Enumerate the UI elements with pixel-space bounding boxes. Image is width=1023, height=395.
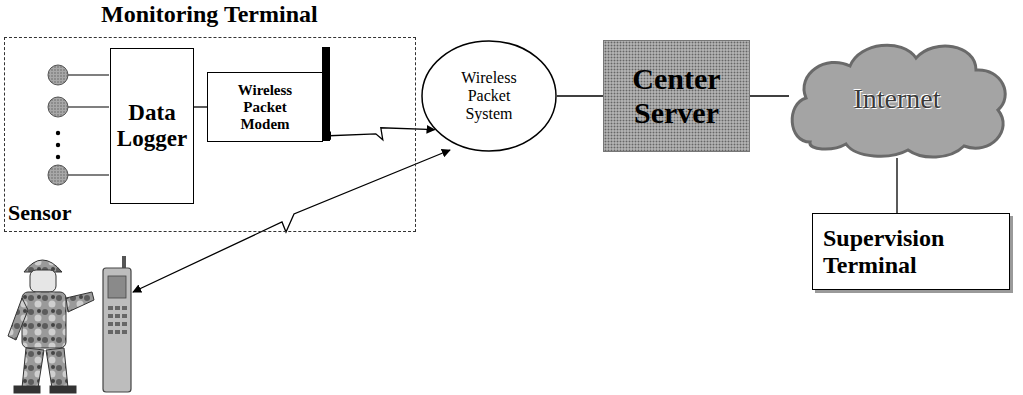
node-text: Internet: [853, 83, 940, 115]
node-text: Supervision Terminal: [823, 225, 983, 279]
connector: [194, 106, 207, 107]
node-text: Data Logger: [114, 100, 190, 152]
mobile-phone: [103, 256, 131, 392]
terminal-box: Supervision Terminal: [812, 213, 1010, 290]
antenna: [322, 47, 330, 141]
node-text: Wireless Packet Modem: [224, 82, 306, 133]
system-ellipse: Wireless Packet System: [421, 40, 557, 152]
node-text: Center Server: [622, 62, 732, 130]
process-box: Data Logger: [110, 48, 194, 204]
node-text: Wireless Packet System: [453, 69, 525, 123]
connector: [896, 158, 897, 213]
connector: [750, 95, 789, 96]
connector: [323, 128, 435, 140]
ellipsis-dots: [56, 131, 60, 159]
internet-cloud: Internet: [784, 38, 1010, 160]
connector: [557, 95, 603, 96]
part-label: Sensor: [8, 200, 72, 226]
group-heading: Monitoring Terminal: [101, 1, 318, 28]
person-figure: [8, 260, 94, 393]
sensor-wires: [68, 75, 109, 175]
process-box: Wireless Packet Modem: [207, 72, 323, 142]
server-box: Center Server: [603, 40, 750, 152]
sensor-circles: [48, 65, 68, 185]
